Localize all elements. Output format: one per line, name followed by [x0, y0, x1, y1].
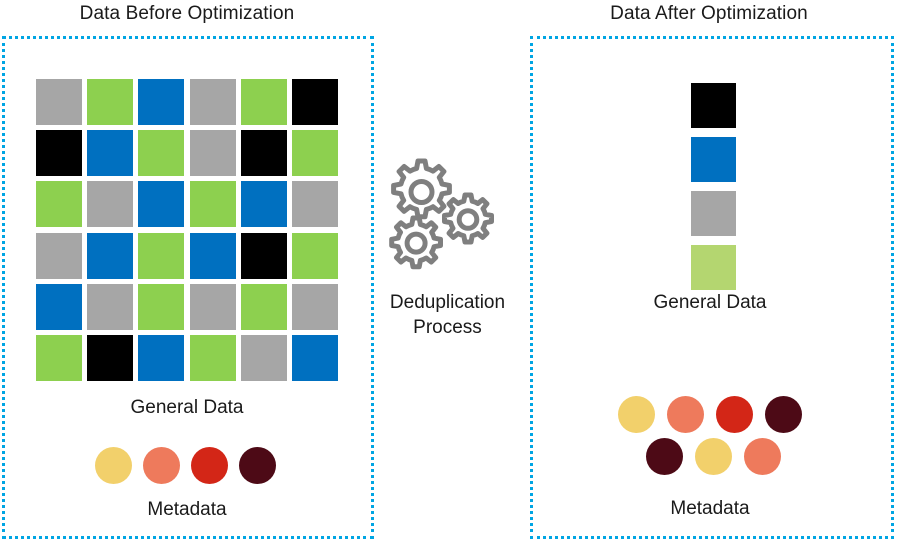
data-block — [36, 79, 82, 125]
data-block — [240, 79, 287, 125]
data-block — [36, 283, 82, 330]
metadata-circles-after-row-1 — [618, 396, 802, 433]
data-block — [240, 130, 287, 177]
dedup-label-line1: Deduplication — [389, 292, 506, 313]
data-block — [36, 334, 82, 381]
data-block — [87, 283, 134, 330]
data-block — [36, 181, 82, 228]
data-block — [87, 130, 134, 177]
data-block — [240, 181, 287, 228]
data-block — [240, 334, 287, 381]
data-block — [138, 283, 185, 330]
panel-title-before: Data Before Optimization — [79, 3, 295, 24]
gears-icon — [385, 155, 495, 280]
data-block — [291, 181, 338, 228]
caption-general-data-before: General Data — [130, 397, 244, 418]
metadata-circles-before — [95, 447, 276, 484]
metadata-circle — [618, 396, 655, 433]
data-block — [87, 334, 134, 381]
data-block — [87, 79, 134, 125]
panel-title-after: Data After Optimization — [610, 3, 808, 24]
data-block — [189, 232, 236, 279]
data-block — [138, 130, 185, 177]
data-block — [291, 79, 338, 125]
data-block — [87, 232, 134, 279]
data-block — [138, 181, 185, 228]
data-block — [189, 181, 236, 228]
dedup-label-line2: Process — [413, 317, 482, 338]
metadata-circle — [143, 447, 180, 484]
data-block — [138, 79, 185, 125]
data-block-stacked — [691, 83, 736, 128]
metadata-circle — [667, 396, 704, 433]
data-block — [240, 283, 287, 330]
data-block — [291, 130, 338, 177]
data-block — [138, 334, 185, 381]
deduplication-process-label: Deduplication Process — [375, 290, 520, 340]
metadata-circle — [765, 396, 802, 433]
data-block — [291, 334, 338, 381]
data-block — [189, 334, 236, 381]
data-block — [240, 232, 287, 279]
metadata-circle — [646, 438, 683, 475]
caption-general-data-after: General Data — [653, 292, 767, 313]
metadata-circle — [716, 396, 753, 433]
data-block — [36, 130, 82, 177]
metadata-circle — [191, 447, 228, 484]
deduplication-process: Deduplication Process — [385, 155, 510, 340]
data-block — [189, 130, 236, 177]
data-block-stacked — [691, 245, 736, 290]
data-block — [138, 232, 185, 279]
data-block — [189, 283, 236, 330]
caption-metadata-before: Metadata — [147, 499, 227, 520]
data-block — [87, 181, 134, 228]
data-block-stacked — [691, 191, 736, 236]
metadata-circle — [95, 447, 132, 484]
caption-metadata-after: Metadata — [670, 498, 750, 519]
data-block-stacked — [691, 137, 736, 182]
metadata-circle — [695, 438, 732, 475]
data-grid-before — [36, 79, 338, 381]
metadata-circle — [239, 447, 276, 484]
data-block — [36, 232, 82, 279]
data-block — [291, 283, 338, 330]
data-stack-after — [691, 83, 736, 290]
data-block — [291, 232, 338, 279]
metadata-circles-after-row-2 — [646, 438, 781, 475]
data-block — [189, 79, 236, 125]
metadata-circle — [744, 438, 781, 475]
